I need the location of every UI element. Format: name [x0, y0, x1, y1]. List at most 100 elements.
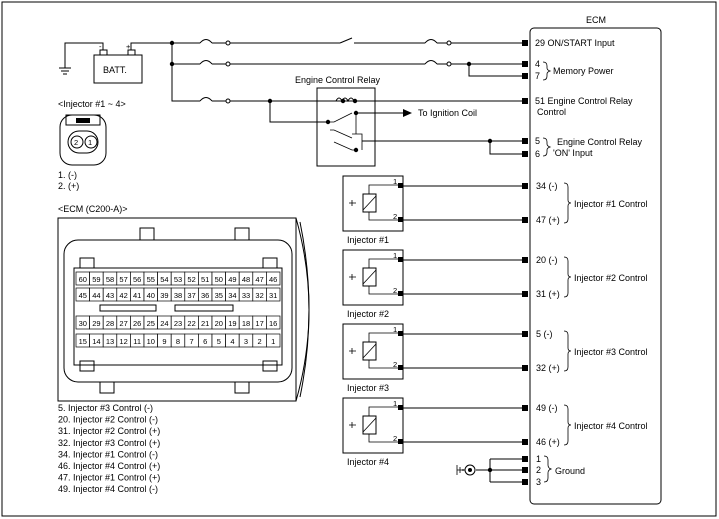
ecm-pin-number: 21: [201, 319, 209, 328]
gnd-pin-2: 2: [536, 465, 541, 475]
inj-pin-2: 2: [74, 138, 78, 147]
ecm-terminal-neg: 49 (-): [536, 403, 558, 413]
ecm-t4: 4: [535, 59, 540, 69]
battery-minus: -: [99, 42, 102, 51]
ecm-pin-number: 25: [147, 319, 155, 328]
ecm-pin-number: 58: [106, 275, 114, 284]
ecm-pin-number: 40: [147, 291, 155, 300]
ecm-pin-number: 27: [119, 319, 127, 328]
fuse-4: [424, 60, 438, 65]
injector-control-label: Injector #4 Control: [574, 421, 648, 431]
ecm-pin-number: 9: [162, 337, 166, 346]
ecm-pin: [522, 291, 528, 297]
ecm-pin-number: 52: [187, 275, 195, 284]
ecm-pin-number: 49: [228, 275, 236, 284]
ecm-pin-number: 17: [255, 319, 263, 328]
ecm-pin-number: 7: [190, 337, 194, 346]
injector-pin-2: [398, 217, 403, 222]
ecm-terminal-pos: 47 (+): [536, 215, 560, 225]
ecm-pin-number: 37: [187, 291, 195, 300]
injector-pin-1: [398, 183, 403, 188]
injector-control-label: Injector #2 Control: [574, 273, 648, 283]
injector-pin-tag-1: 1: [393, 399, 397, 408]
injector-wire: [403, 185, 522, 221]
ecm-connector-title: <ECM (C200-A)>: [58, 204, 128, 214]
ecm-terminal-pos: 32 (+): [536, 363, 560, 373]
ecm-pin-number: 23: [174, 319, 182, 328]
injector-name: Injector #2: [347, 309, 389, 319]
ground-wires: [476, 458, 522, 483]
legend-item: 34. Injector #1 Control (-): [58, 449, 158, 459]
solenoid-coil: [362, 193, 377, 213]
ignition-arrow: [403, 109, 412, 117]
relay-contacts: [327, 112, 363, 151]
legend-item: 20. Injector #2 Control (-): [58, 415, 158, 425]
ecm-pin-number: 20: [215, 319, 223, 328]
ecm-pin: [522, 331, 528, 337]
injector-wire: [403, 259, 522, 295]
ecm-pin-number: 55: [147, 275, 155, 284]
injector-valve-icon: [349, 274, 356, 280]
ecm-pin-number: 41: [133, 291, 141, 300]
ecm-pin-number: 59: [92, 275, 100, 284]
ecm-pin-number: 6: [203, 337, 207, 346]
ecm-pin-number: 4: [230, 337, 234, 346]
ecm-pin-cell: [266, 333, 281, 348]
relay-on-wire-b: [489, 141, 522, 155]
injector-box: [342, 175, 404, 232]
ecm-terminal-pos: 31 (+): [536, 289, 560, 299]
relay-junction-e: [353, 147, 359, 153]
ecm-pin-number: 10: [147, 337, 155, 346]
ecm-pin-number: 47: [255, 275, 263, 284]
injector-control-label: Injector #1 Control: [574, 199, 648, 209]
fuse-5: [199, 97, 213, 102]
ecm-pin-number: 31: [269, 291, 277, 300]
injector-pin-1: [398, 405, 403, 410]
ecm-pin-number: 22: [187, 319, 195, 328]
injector-box: [342, 323, 404, 380]
brace-ground: [543, 455, 553, 483]
ecm-pin-number: 46: [269, 275, 277, 284]
injector-box: [342, 249, 404, 306]
ecm-pin-number: 42: [119, 291, 127, 300]
ecm-pin-number: 29: [92, 319, 100, 328]
injector-name: Injector #3: [347, 383, 389, 393]
ecm-pin-number: 15: [79, 337, 87, 346]
ecm-pin: [522, 405, 528, 411]
injector-pin-tag-1: 1: [393, 325, 397, 334]
ecm-pin: [522, 439, 528, 445]
memory-wire-a: [171, 43, 200, 65]
ecm-pin-number: 45: [79, 291, 87, 300]
injector-valve-icon: [349, 200, 356, 206]
legend-item: 47. Injector #1 Control (+): [58, 473, 160, 483]
legend-item: 49. Injector #4 Control (-): [58, 484, 158, 494]
ecm-pin-number: 16: [269, 319, 277, 328]
node-1: [225, 40, 231, 46]
ecm-pin-number: 57: [119, 275, 127, 284]
injector-name: Injector #1: [347, 235, 389, 245]
ecm-pin-number: 56: [133, 275, 141, 284]
injector-pin-desc-1: 1. (-): [58, 170, 77, 180]
ecm-pin-cell: [266, 287, 281, 302]
ground-symbol: [59, 67, 71, 75]
ecm-pin-number: 34: [228, 291, 236, 300]
ecm-pin-number: 30: [79, 319, 87, 328]
ground-junction: [487, 467, 493, 473]
ecm-pin: [522, 183, 528, 189]
injector-name: Injector #4: [347, 457, 389, 467]
relay-junction-c: [325, 119, 331, 125]
injector-internal-wire: [368, 406, 398, 443]
ecm-pin-number: 1: [271, 337, 275, 346]
ecm-pin-number: 33: [242, 291, 250, 300]
ecm-terminal-neg: 5 (-): [536, 329, 553, 339]
ecm-pin-number: 43: [106, 291, 114, 300]
inj-pin-1: 1: [88, 138, 92, 147]
ecm-terminal-pos: 46 (+): [536, 437, 560, 447]
memory-power-label: Memory Power: [553, 66, 614, 76]
injector-pin-tag-2: 2: [393, 360, 397, 369]
injector-pin-tag-1: 1: [393, 251, 397, 260]
to-ignition-label: To Ignition Coil: [418, 108, 477, 118]
solenoid-line: [362, 343, 377, 359]
